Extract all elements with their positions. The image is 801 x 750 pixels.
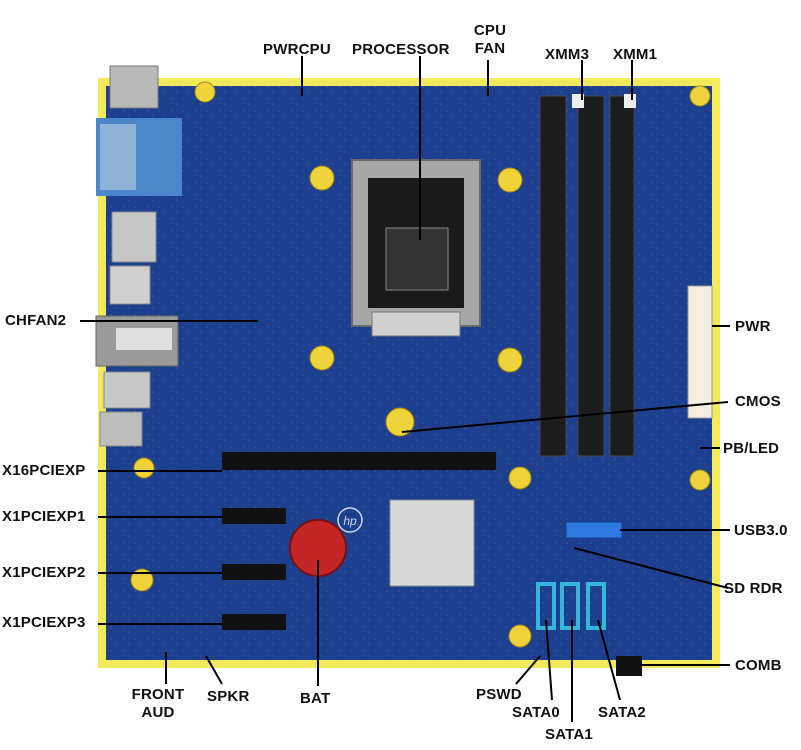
- leader-sata2: [597, 619, 621, 701]
- label-pwrcpu: PWRCPU: [263, 41, 331, 58]
- rear-io-ports: [95, 65, 182, 447]
- memory-slots: [539, 94, 636, 457]
- usb3-header: [565, 521, 623, 539]
- label-x1pciexp1: X1PCIEXP1: [2, 508, 86, 525]
- label-x16pciexp: X16PCIEXP: [2, 462, 86, 479]
- label-sata1: SATA1: [545, 726, 593, 743]
- label-spkr: SPKR: [207, 688, 250, 705]
- label-xmm3: XMM3: [545, 46, 590, 63]
- leader-sd-rdr: [573, 547, 729, 589]
- atx-power-connector: [687, 285, 713, 419]
- label-bat: BAT: [300, 690, 331, 707]
- label-comb: COMB: [735, 657, 782, 674]
- pcie-slots: [222, 452, 496, 630]
- label-pwr: PWR: [735, 318, 771, 335]
- leader-sata0: [545, 619, 553, 701]
- svg-text:hp: hp: [343, 514, 357, 528]
- label-cpu-fan-line2: FAN: [474, 40, 506, 57]
- hp-logo: hp: [337, 507, 363, 533]
- label-cpu-fan-line1: CPU: [473, 22, 507, 39]
- label-chfan2: CHFAN2: [5, 312, 67, 329]
- comb-header: [616, 656, 642, 676]
- label-sata2: SATA2: [598, 704, 646, 721]
- label-front-aud: FRONT AUD: [130, 686, 186, 722]
- label-sd-rdr: SD RDR: [724, 580, 783, 597]
- leader-cmos: [401, 401, 729, 433]
- label-pb-led: PB/LED: [723, 440, 780, 457]
- label-cmos: CMOS: [735, 393, 781, 410]
- label-cpu-fan: CPU FAN: [472, 22, 508, 58]
- chipset-heatsink: [389, 499, 475, 587]
- label-x1pciexp2: X1PCIEXP2: [2, 564, 86, 581]
- label-front-aud-line1: FRONT: [131, 686, 185, 703]
- label-x1pciexp3: X1PCIEXP3: [2, 614, 86, 631]
- leader-pswd: [515, 655, 541, 685]
- label-usb30: USB3.0: [734, 522, 788, 539]
- label-xmm1: XMM1: [613, 46, 658, 63]
- label-processor: PROCESSOR: [352, 41, 450, 58]
- leader-spkr: [205, 655, 223, 685]
- label-sata0: SATA0: [512, 704, 560, 721]
- label-pswd: PSWD: [476, 686, 522, 703]
- label-front-aud-line2: AUD: [141, 704, 175, 721]
- mounting-holes: [130, 81, 711, 648]
- leader-lines: [80, 56, 730, 722]
- cpu-socket: [351, 159, 481, 337]
